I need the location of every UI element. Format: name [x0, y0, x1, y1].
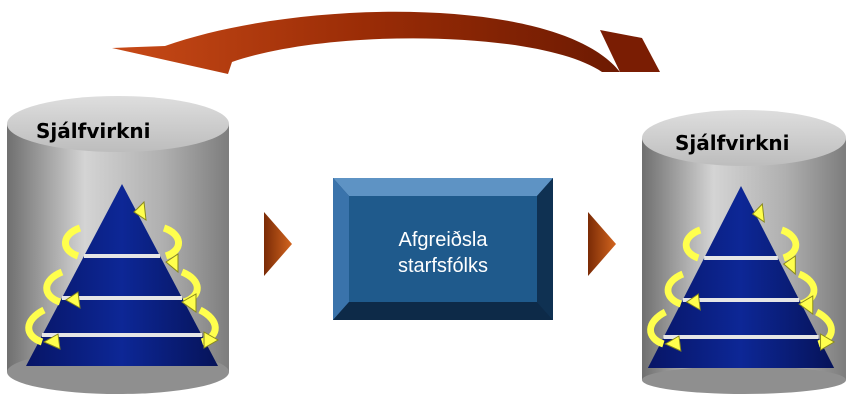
center-process-box: Afgreiðsla starfsfólks	[333, 178, 553, 320]
left-cylinder-label: Sjálfvirkni	[36, 119, 150, 143]
right-cylinder-label: Sjálfvirkni	[675, 131, 789, 155]
curved-return-arrow-icon	[112, 11, 660, 74]
center-box-line1: Afgreiðsla	[399, 229, 489, 251]
center-box-line2: starfsfólks	[398, 255, 488, 277]
triangle-right-arrow-icon	[588, 212, 616, 276]
triangle-right-arrow-icon	[264, 212, 292, 276]
